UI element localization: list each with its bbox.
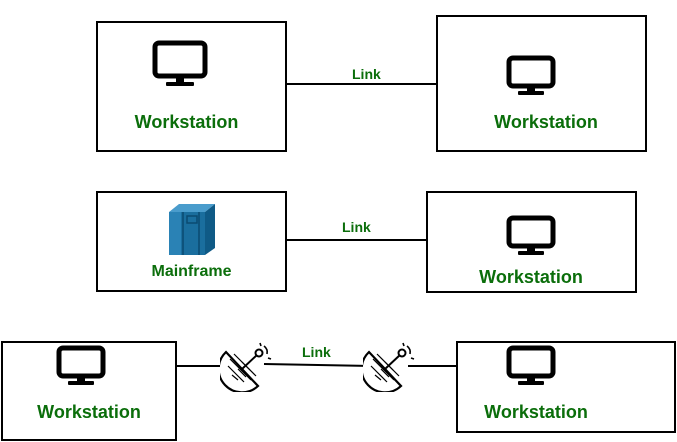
node-label: Workstation bbox=[479, 267, 583, 287]
link-label: Link bbox=[352, 66, 381, 82]
node-label: Workstation bbox=[484, 402, 588, 422]
satellite-dish-icon bbox=[220, 342, 272, 392]
node-workstation-r3-right bbox=[456, 341, 676, 433]
monitor-icon bbox=[506, 215, 556, 255]
node-label: Workstation bbox=[494, 112, 598, 132]
link-label: Link bbox=[342, 219, 371, 235]
monitor-icon bbox=[506, 55, 556, 95]
monitor-icon bbox=[56, 345, 106, 385]
node-label: Mainframe bbox=[151, 263, 232, 280]
satellite-dish-icon bbox=[363, 342, 415, 392]
mainframe-icon bbox=[169, 204, 215, 255]
monitor-icon bbox=[506, 345, 556, 385]
link-line-row3-middle bbox=[263, 363, 373, 367]
link-label: Link bbox=[302, 344, 331, 360]
node-label: Workstation bbox=[37, 402, 141, 422]
monitor-icon bbox=[152, 40, 208, 86]
node-label: Workstation bbox=[134, 112, 239, 132]
